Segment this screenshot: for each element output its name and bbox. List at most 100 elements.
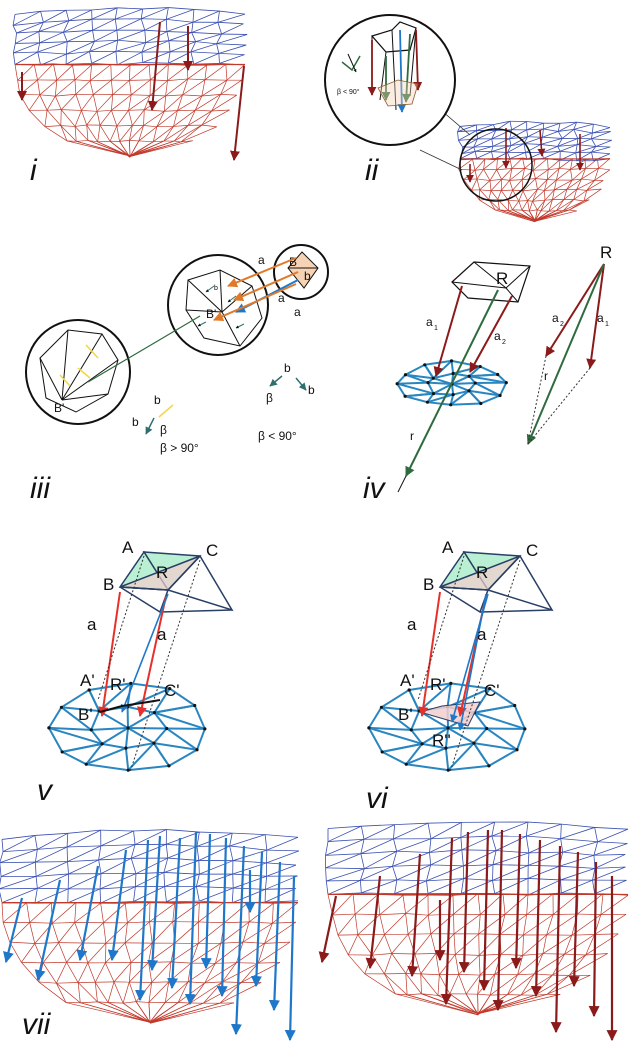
mesh-line — [584, 159, 586, 169]
vector-arrow — [216, 837, 228, 998]
mesh-line — [547, 168, 560, 180]
mesh-line — [165, 844, 169, 859]
mesh-line — [148, 982, 153, 1003]
mesh-node — [426, 381, 430, 385]
mesh-line — [426, 864, 432, 882]
mesh-line — [119, 141, 131, 158]
mesh-line — [554, 179, 573, 191]
triangle-a1-label: a — [597, 311, 604, 325]
mesh-node — [203, 727, 207, 731]
mesh-line — [92, 18, 116, 31]
mesh-line — [527, 879, 561, 896]
mesh-line — [491, 138, 494, 147]
mesh-line — [48, 726, 92, 731]
mesh-line — [99, 124, 111, 142]
mesh-line — [187, 110, 212, 126]
mesh-line — [130, 682, 170, 690]
mesh-line — [144, 109, 165, 112]
mesh-line — [547, 159, 561, 170]
mesh-line — [591, 138, 597, 147]
mesh-line — [15, 31, 40, 44]
mesh-line — [457, 130, 477, 133]
vector-arrow — [229, 65, 245, 161]
mesh-line — [435, 933, 455, 954]
mesh-line — [393, 824, 396, 839]
mesh-line — [97, 1001, 109, 1003]
mesh-line — [17, 80, 21, 95]
mesh-line — [510, 136, 528, 146]
mesh-line — [61, 742, 103, 753]
mesh-line — [509, 129, 527, 140]
mesh-line — [360, 850, 397, 855]
mesh-line — [149, 1002, 234, 1024]
mesh-line — [43, 961, 67, 964]
mesh-line — [204, 963, 216, 984]
mesh-node — [59, 705, 64, 709]
mesh-line — [510, 143, 525, 147]
mesh-line — [166, 843, 198, 847]
mesh-line — [100, 886, 136, 904]
mesh-line — [204, 981, 223, 984]
mesh-line — [63, 18, 93, 33]
mesh-line — [196, 832, 200, 847]
mesh-line — [66, 942, 83, 963]
mesh-line — [560, 150, 576, 154]
mesh-line — [458, 130, 477, 141]
mesh-line — [127, 921, 150, 924]
mesh-line — [190, 51, 195, 65]
mesh-line — [458, 158, 473, 170]
mesh-line — [195, 41, 217, 45]
mesh-line — [448, 764, 490, 772]
mesh-line — [166, 727, 198, 751]
mesh-line — [265, 876, 268, 890]
mesh-line — [544, 189, 555, 191]
mesh-line — [492, 145, 511, 147]
mesh-line — [272, 903, 274, 924]
mesh-line — [473, 742, 518, 751]
mesh-line — [266, 862, 296, 866]
mesh-line — [371, 954, 385, 975]
mesh-line — [368, 726, 423, 745]
mesh-line — [0, 849, 38, 864]
mesh-node — [472, 741, 476, 745]
mesh-line — [468, 382, 477, 392]
mesh-line — [508, 210, 536, 222]
mesh-line — [535, 178, 548, 180]
mesh-line — [392, 852, 430, 867]
mesh-line — [439, 974, 451, 995]
mesh-line — [241, 962, 281, 983]
mesh-line — [327, 825, 362, 842]
mesh-line — [138, 126, 158, 142]
mesh-line — [66, 962, 79, 983]
mesh-line — [56, 982, 81, 1003]
mesh-line — [122, 1002, 151, 1023]
mesh-line — [458, 955, 480, 975]
mesh-line — [566, 179, 573, 190]
mesh-line — [122, 981, 130, 1004]
b1-label-obtuse: b — [132, 415, 139, 429]
mesh-line — [37, 63, 54, 81]
mesh-line — [405, 363, 426, 376]
mesh-line — [116, 125, 120, 142]
mesh-line — [99, 873, 137, 890]
mesh-line — [528, 864, 560, 867]
mesh-line — [204, 65, 208, 80]
mesh-line — [480, 973, 495, 976]
mesh-line — [216, 34, 248, 45]
mesh-line — [201, 110, 212, 126]
mesh-line — [164, 94, 183, 112]
mesh-line — [509, 168, 513, 181]
mesh-line — [556, 199, 574, 211]
mesh-line — [2, 835, 36, 853]
mesh-line — [149, 1002, 166, 1023]
mesh-line — [35, 849, 38, 863]
point-r-prime: R' — [110, 675, 126, 694]
mesh-line — [547, 179, 557, 181]
mesh-line — [391, 933, 409, 954]
mesh-line — [461, 849, 464, 866]
mesh-line — [249, 903, 274, 923]
mesh-line — [573, 123, 594, 130]
mesh-line — [546, 974, 591, 995]
mesh-line — [75, 94, 82, 111]
mesh-line — [332, 914, 339, 936]
